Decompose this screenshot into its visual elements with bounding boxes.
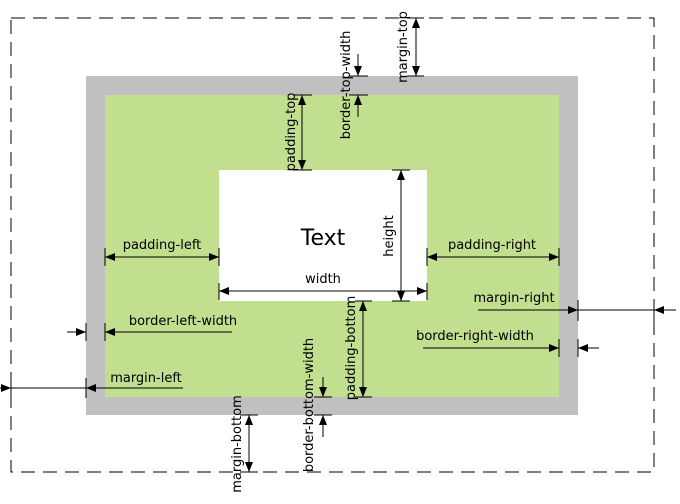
margin-bottom-dimension	[240, 414, 258, 473]
border-left-width-label: border-left-width	[129, 314, 237, 329]
height-dimension	[392, 169, 410, 302]
margin-bottom-label: margin-bottom	[230, 395, 245, 493]
padding-bottom-dimension	[355, 300, 372, 398]
border-bottom-width-label: border-bottom-width	[302, 338, 317, 472]
margin-left-dimension	[0, 378, 183, 398]
border-bottom-width-dimension	[314, 377, 332, 437]
border-top-width-label: border-top-width	[339, 31, 354, 140]
content-box	[219, 170, 427, 301]
border-top-width-dimension	[349, 54, 368, 117]
border-right-width-label: border-right-width	[416, 329, 534, 344]
margin-left-label: margin-left	[110, 371, 182, 386]
padding-left-label: padding-left	[123, 238, 202, 253]
border-right-width-dimension	[423, 339, 599, 357]
padding-top-dimension	[293, 94, 312, 171]
width-dimension	[218, 283, 428, 300]
margin-top-label: margin-top	[396, 11, 411, 83]
margin-top-dimension	[407, 17, 424, 77]
height-label: height	[382, 215, 397, 256]
margin-right-dimension	[478, 300, 676, 321]
padding-bottom-label: padding-bottom	[344, 296, 359, 401]
margin-outline	[10, 17, 655, 473]
padding-right-dimension	[426, 248, 560, 266]
content-text: Text	[300, 226, 346, 251]
padding-right-label: padding-right	[448, 238, 536, 253]
width-label: width	[305, 272, 341, 287]
margin-right-label: margin-right	[473, 291, 554, 306]
border-left-width-dimension	[67, 323, 232, 341]
padding-left-dimension	[104, 248, 220, 266]
padding-top-label: padding-top	[284, 93, 299, 172]
